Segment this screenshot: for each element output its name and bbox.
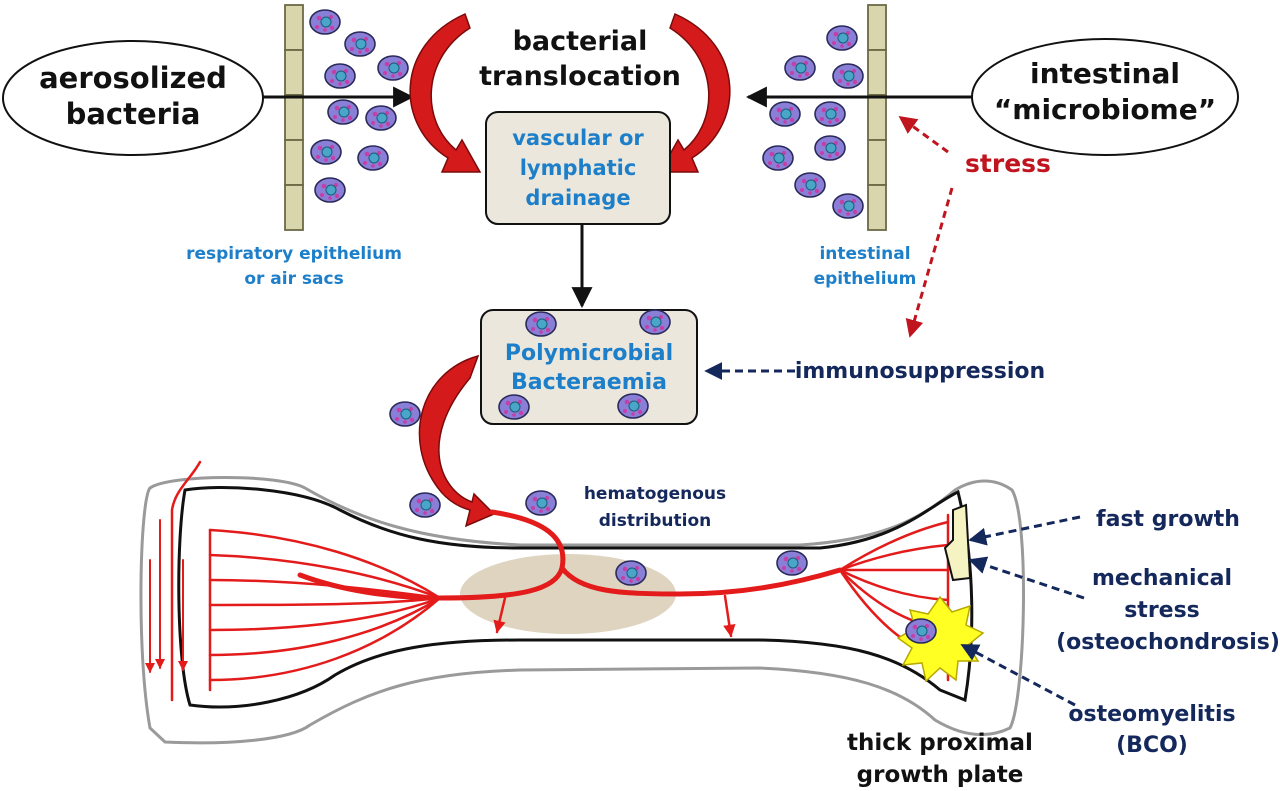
osteomyelitis-arrow	[960, 643, 1076, 707]
growth-plate	[943, 503, 972, 582]
fast-growth-label: fast growth	[1096, 507, 1240, 532]
respiratory-epithelium-label-line1: respiratory epithelium	[186, 244, 402, 264]
mechanical-label-line2: stress	[1124, 598, 1200, 623]
bacteraemia-label-line1: Polymicrobial	[505, 341, 673, 366]
growth-plate-label-line2: growth plate	[857, 762, 1024, 788]
respiratory-epithelium-label-line2: or air sacs	[244, 269, 343, 289]
microbiome-label-line2: “microbiome”	[994, 93, 1216, 126]
respiratory-epithelium-strip	[284, 4, 304, 231]
osteomyelitis-label-line1: osteomyelitis	[1068, 702, 1235, 727]
bacterium-icon	[309, 9, 409, 203]
osteomyelitis-label-line2: (BCO)	[1116, 733, 1188, 758]
aerosol-label-line1: aerosolized	[39, 61, 227, 95]
translocation-curved-arrow-left	[409, 12, 482, 173]
intestinal-epithelium-strip	[867, 4, 887, 231]
mechanical-label-line3: (osteochondrosis)	[1056, 630, 1280, 655]
immunosuppression-label: immunosuppression	[795, 359, 1045, 384]
hematogenous-curved-arrow	[418, 354, 496, 528]
aerosol-label-line2: bacteria	[66, 97, 201, 131]
mechanical-stress-arrow	[968, 556, 1085, 600]
intestinal-epithelium-label-line1: intestinal	[819, 244, 910, 264]
growth-plate-label-line1: thick proximal	[847, 730, 1033, 756]
microbiome-label-line1: intestinal	[1030, 57, 1180, 90]
stress-to-immunosuppression-arrow	[905, 187, 954, 338]
drainage-label-line2: lymphatic	[520, 156, 637, 180]
mechanical-label-line1: mechanical	[1092, 566, 1232, 591]
aerosolized-bacteria-node: aerosolized bacteria	[2, 40, 264, 156]
translocation-curved-arrow-right	[658, 12, 731, 173]
drainage-label-line1: vascular or	[512, 126, 644, 150]
bacteraemia-box: Polymicrobial Bacteraemia	[480, 309, 698, 425]
bone-blood-vessels	[145, 460, 950, 702]
translocation-label-line1: bacterial	[513, 26, 648, 57]
translocation-label-line2: translocation	[479, 61, 681, 92]
stress-label: stress	[965, 149, 1051, 178]
hematogenous-label-line1: hematogenous	[584, 484, 726, 504]
bacterium-icon	[762, 25, 864, 219]
drainage-box: vascular or lymphatic drainage	[485, 111, 671, 225]
hematogenous-label-line2: distribution	[599, 511, 711, 531]
intestinal-microbiome-node: intestinal “microbiome”	[971, 38, 1239, 156]
bacteraemia-label-line2: Bacteraemia	[511, 370, 667, 395]
stress-to-microbiome-arrow	[898, 115, 949, 154]
intestinal-epithelium-label-line2: epithelium	[814, 269, 917, 289]
fast-growth-arrow	[968, 515, 1081, 546]
drainage-label-line3: drainage	[525, 186, 630, 210]
